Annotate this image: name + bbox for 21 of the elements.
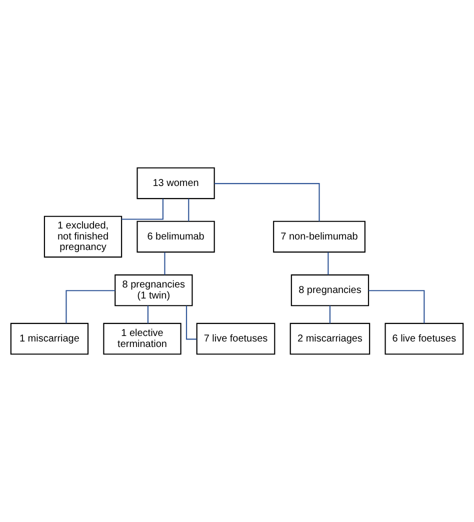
node-box: 7 live foetuses: [196, 322, 276, 355]
node-box: 6 belimumab: [136, 220, 215, 253]
connector: [147, 306, 148, 324]
node-box: 1 excluded, not finished pregnancy: [44, 216, 122, 258]
node-box: 1 elective termination: [103, 322, 182, 355]
connector: [188, 198, 190, 222]
connector: [164, 252, 166, 275]
connector: [214, 183, 320, 222]
connector: [66, 290, 116, 324]
connector: [329, 306, 330, 324]
connector: [368, 290, 425, 324]
node-box: 8 pregnancies (1 twin): [114, 274, 193, 306]
node-box: 8 pregnancies: [290, 274, 370, 306]
node-box: 2 miscarriages: [290, 322, 370, 355]
connector: [186, 306, 197, 340]
connector: [328, 252, 329, 275]
node-box: 7 non-belimumab: [273, 220, 366, 253]
node-box: 6 live foetuses: [384, 322, 464, 355]
node-box: 13 women: [136, 167, 215, 200]
connector: [122, 198, 164, 220]
node-box: 1 miscarriage: [10, 322, 89, 355]
